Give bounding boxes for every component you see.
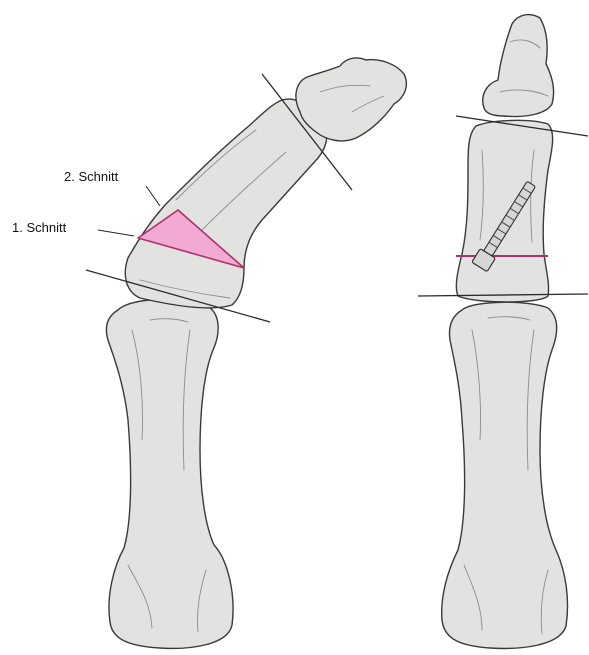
- leader-cut-one: [98, 230, 134, 236]
- right-distal-tip: [483, 15, 554, 117]
- left-view-before-correction: 2. Schnitt 1. Schnitt: [12, 58, 406, 648]
- left-distal-phalanx: [296, 58, 406, 141]
- right-view-after-correction: [418, 15, 588, 649]
- left-metatarsal-bone: [106, 299, 233, 648]
- label-cut-one: 1. Schnitt: [12, 220, 67, 235]
- leader-cut-two: [146, 186, 160, 206]
- label-cut-two: 2. Schnitt: [64, 169, 119, 184]
- right-metatarsal-bone: [442, 302, 568, 648]
- left-proximal-phalanx: [125, 99, 327, 308]
- right-proximal-phalanx: [456, 120, 552, 302]
